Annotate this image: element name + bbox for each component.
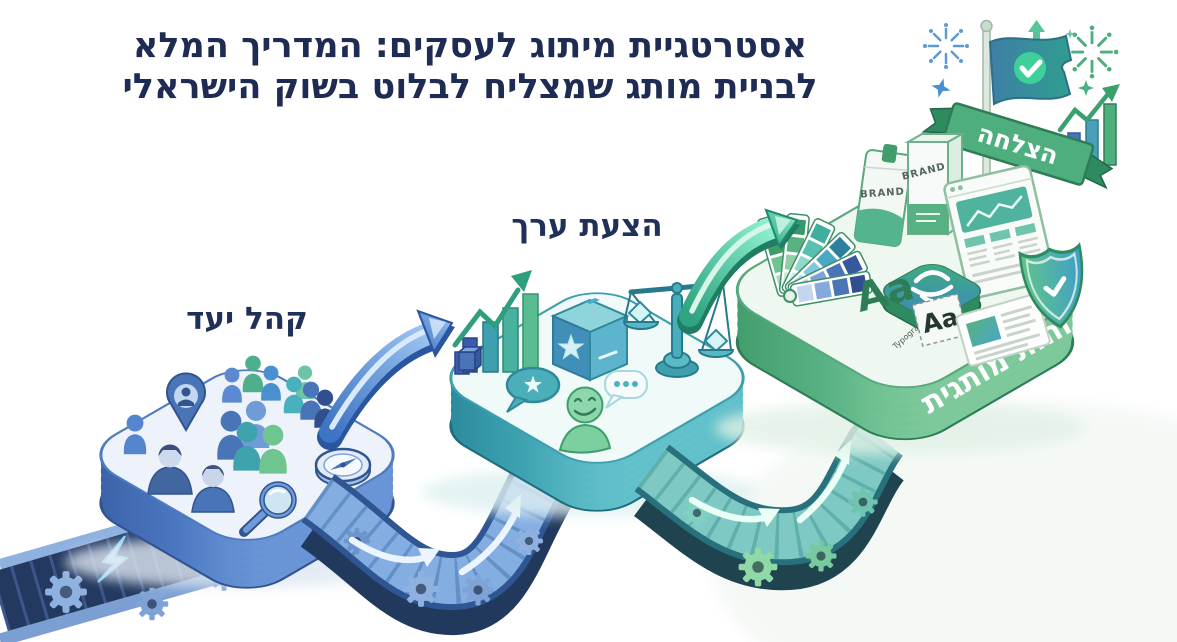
firework-icon bbox=[1064, 24, 1120, 80]
stage-value-label: הצעת ערך bbox=[511, 208, 663, 244]
identity-icons: BRAND BRAND bbox=[757, 132, 1084, 367]
star-icon bbox=[928, 75, 954, 101]
success-celebration: הצלחה bbox=[921, 19, 1120, 229]
firework-icon bbox=[921, 21, 971, 71]
stage-audience-label: קהל יעד bbox=[186, 301, 308, 337]
title-line-2: לבניית מותג שמצליח לבלוט בשוק הישראלי bbox=[122, 67, 818, 108]
document-icon bbox=[955, 293, 1051, 367]
bag-brand-label: BRAND bbox=[860, 186, 905, 200]
cube-icons bbox=[456, 345, 484, 372]
title-line-1: אסטרטגיית מיתוג לעסקים: המדריך המלא bbox=[132, 26, 808, 66]
scales-icon bbox=[622, 281, 735, 378]
mini-growth-chart-icon bbox=[1057, 84, 1120, 166]
page-title: אסטרטגיית מיתוג לעסקים: המדריך המלא לבני… bbox=[55, 26, 885, 109]
background-tint bbox=[710, 400, 1177, 642]
arrow-audience-to-value bbox=[317, 309, 455, 450]
compass-icon bbox=[314, 447, 372, 487]
arrow-value-to-identity bbox=[677, 208, 800, 334]
up-arrow-icon bbox=[1028, 20, 1045, 42]
star-icon bbox=[1077, 79, 1095, 97]
brand-bag-icon: BRAND bbox=[853, 143, 913, 247]
audience-icons bbox=[123, 355, 372, 537]
shield-check-icon bbox=[1018, 242, 1084, 329]
person-pin-icon bbox=[166, 372, 206, 433]
conveyor-belt-2-3 bbox=[633, 420, 905, 591]
speech-bubble-star-icon bbox=[505, 366, 561, 413]
success-ribbon: הצלחה bbox=[921, 102, 1114, 190]
package-box-icon bbox=[550, 298, 630, 382]
magnifier-icon bbox=[239, 481, 297, 537]
front-persons-icon bbox=[147, 444, 235, 513]
smiley-person-icon bbox=[558, 386, 612, 454]
value-icons bbox=[452, 270, 735, 454]
speech-bubble-dots-icon bbox=[604, 370, 648, 409]
